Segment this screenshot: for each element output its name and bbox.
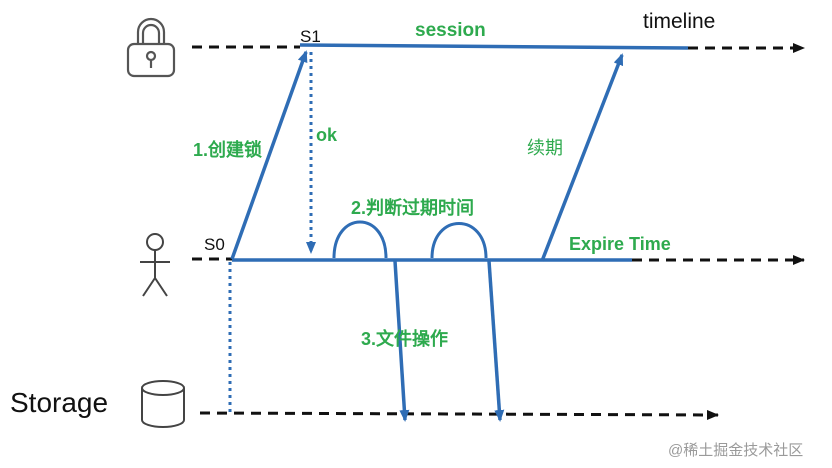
renew-label: 续期 [527, 138, 563, 158]
renew-arrow [540, 53, 624, 262]
storage-label: Storage [10, 387, 109, 418]
session-label: session [415, 20, 486, 41]
check-expire-arc-2 [430, 222, 488, 259]
create-lock-label: 1.创建锁 [193, 140, 263, 160]
ok-label: ok [316, 125, 338, 145]
timeline-bottom-dashed [199, 409, 719, 420]
lock-icon [126, 17, 176, 78]
timeline-label: timeline [643, 10, 716, 33]
file-op-arrow-2 [487, 260, 505, 422]
file-ops-label: 3.文件操作 [361, 329, 449, 349]
session-line [299, 43, 689, 50]
file-op-arrow-1 [393, 260, 410, 422]
check-expire-arc-1 [332, 220, 388, 259]
expire-time-label: Expire Time [569, 234, 671, 254]
s1-label: S1 [300, 27, 321, 46]
watermark: @稀土掘金技术社区 [668, 442, 804, 459]
database-icon [141, 380, 185, 428]
s0-label: S0 [204, 235, 225, 254]
check-expire-label: 2.判断过期时间 [351, 198, 475, 218]
person-icon [140, 233, 170, 297]
create-lock-arrow [230, 50, 308, 260]
